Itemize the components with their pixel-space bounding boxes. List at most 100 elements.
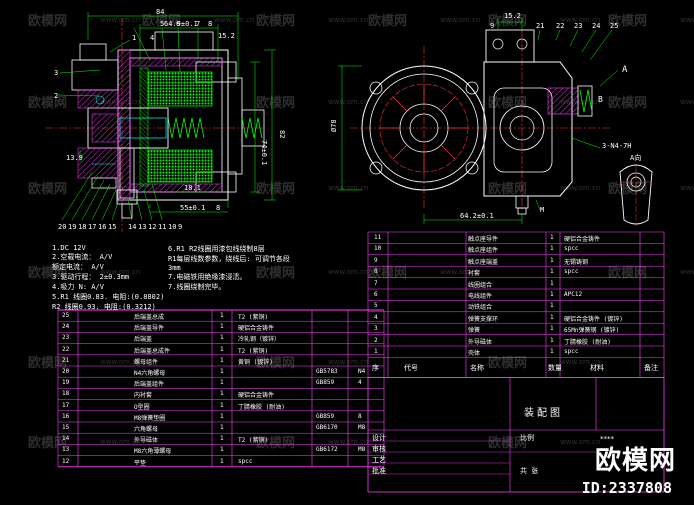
bom-cell-qty: 1 xyxy=(220,379,224,387)
bom-cell-name: M8弹簧垫圈 xyxy=(134,414,166,422)
bom-cell-material: T2 (紫铜) xyxy=(238,347,269,355)
dim-right-bottom: 64.2±0.1 xyxy=(460,212,494,220)
label-a-arrow: A xyxy=(622,65,628,75)
label-b: B xyxy=(598,95,603,104)
callout-22: 22 xyxy=(556,22,564,30)
callout-18: 18 xyxy=(78,223,86,231)
watermark-url: www.om.cn xyxy=(328,358,369,366)
bom-cell-name: 弹簧 xyxy=(468,327,481,335)
bom-cell-no: 19 xyxy=(62,379,70,387)
callout-7: 7 xyxy=(196,20,200,28)
bom-cell-no: 21 xyxy=(62,356,70,364)
bom-cell-standard: GB859 xyxy=(316,412,335,420)
bom-cell-qty: 1 xyxy=(220,424,224,431)
dim-right-top-152: 15.2 xyxy=(504,12,521,20)
note-holes: 3-N4-7H xyxy=(602,142,632,150)
bom-header-cell: 材料 xyxy=(590,364,604,373)
dim-bottom-small: 18.1 xyxy=(184,184,201,192)
dim-bottom-width: 55±0.1 xyxy=(180,204,205,212)
callout-19: 19 xyxy=(68,223,76,231)
bom-cell-qty: 1 xyxy=(220,412,224,420)
bom-cell-material: 硬铝合金铸件 xyxy=(238,325,275,333)
callout-23: 23 xyxy=(574,22,582,30)
tech-note-line: 2.空载电流： A/V xyxy=(52,253,113,261)
tech-note-line: 1.DC 12V xyxy=(52,244,86,252)
bom-cell-no: 14 xyxy=(62,435,70,443)
dim-bottom-8: 8 xyxy=(216,204,220,212)
callout-10: 10 xyxy=(168,223,176,231)
watermark-url: www.om.cn xyxy=(100,268,141,276)
brand-stars: **** xyxy=(600,435,614,443)
bom-cell-material: spcc xyxy=(564,348,579,355)
callout-6: 6 xyxy=(176,20,180,28)
brand-id: ID:2337808 xyxy=(581,479,672,497)
watermark-url: www.om.cn xyxy=(100,438,141,446)
bom-cell-name: O型圈 xyxy=(134,403,150,411)
bom-cell-material: 硬铝合金铸件 xyxy=(564,236,601,243)
right-front-view xyxy=(338,18,619,224)
bom-cell-qty: 1 xyxy=(220,356,224,364)
tech-note-line: 3.驱动行程： 2±0.3mm xyxy=(52,273,130,281)
title-row-review: 审核 xyxy=(372,445,386,453)
watermark-url: www.om.cn xyxy=(100,358,141,366)
view-a-detail xyxy=(619,164,653,226)
bom-cell-qty: 1 xyxy=(220,390,224,398)
watermark-url: www.om.cn xyxy=(100,16,141,24)
bom-cell-qty: 1 xyxy=(550,302,554,310)
bom-cell-name: 后端盖导件 xyxy=(134,325,165,333)
callout-25: 25 xyxy=(610,22,618,30)
watermark-url: www.om.cn xyxy=(100,184,141,192)
bom-cell-qty: 1 xyxy=(220,457,224,465)
bom-cell-no: 16 xyxy=(62,412,70,420)
bom-cell-no: 10 xyxy=(374,245,382,253)
bom-header-cell: 序 xyxy=(372,364,379,373)
bom-cell-name: 衬套 xyxy=(468,270,481,278)
bom-cell-no: 5 xyxy=(374,302,378,310)
bom-cell-qty: 1 xyxy=(550,256,554,264)
dim-inner-width: 64.9±0.1 xyxy=(164,20,198,28)
left-section-view xyxy=(45,12,276,232)
tech-note-line: 额定电流： A/V xyxy=(52,263,104,271)
dim-overall-width: 84 xyxy=(156,8,164,16)
bom-cell-no: 13 xyxy=(62,446,70,454)
bom-cell-material: 无锡铸钢 xyxy=(564,258,589,266)
bom-cell-note: 4 xyxy=(358,379,362,387)
bom-header-cell: 数量 xyxy=(548,364,562,373)
tech-notes: 1.DC 12V 2.空载电流： A/V 额定电流： A/V 3.驱动行程： 2… xyxy=(52,244,164,312)
bom-cell-name: 螺母组件 xyxy=(134,358,159,366)
callout-21: 21 xyxy=(536,22,544,30)
dim-height-outer: 82 xyxy=(278,130,286,138)
bom-cell-qty: 1 xyxy=(550,245,554,253)
bom-cell-name: 后端盖 xyxy=(134,336,153,344)
callout-12: 12 xyxy=(148,223,156,231)
watermark-url: www.om.cn xyxy=(440,268,481,276)
callout-20: 20 xyxy=(58,223,66,231)
bom-cell-material: spcc xyxy=(238,457,253,465)
callout-4: 4 xyxy=(150,34,154,42)
tech-note-line: 7.电磁铁用绝缘漆浸渍。 xyxy=(168,273,247,281)
tech-note-line: 7.线圈绕制完毕。 xyxy=(168,283,226,291)
bom-cell-name: 动铁组合 xyxy=(468,304,493,312)
bom-cell-name: M8六角薄螺母 xyxy=(134,448,172,456)
watermark-url: www.om.cn xyxy=(100,98,141,106)
watermark-url: www.om.cn xyxy=(328,184,369,192)
dim-flange: 15.2 xyxy=(218,32,235,40)
bom-cell-qty: 1 xyxy=(220,435,224,443)
callout-16: 16 xyxy=(98,223,106,231)
bom-cell-no: 20 xyxy=(62,368,70,375)
bom-cell-material: spcc xyxy=(564,245,579,253)
bom-cell-no: 25 xyxy=(62,312,70,319)
tech-note-line: 5.R1 线圈0.83. 电阻:(0.8802) xyxy=(52,293,165,301)
bom-cell-qty: 1 xyxy=(220,446,224,454)
bom-cell-name: 后端盖总成件 xyxy=(134,347,171,355)
callout-9: 9 xyxy=(178,223,182,231)
callout-3: 3 xyxy=(54,69,58,77)
bom-cell-standard: GB5783 xyxy=(316,368,338,375)
bom-cell-qty: 1 xyxy=(220,334,224,342)
bom-cell-material: 硬铝合金铸件 (镀锌) xyxy=(564,315,623,323)
bom-cell-material: 65Mn弹簧钢 (镀锌) xyxy=(564,327,620,335)
bom-cell-no: 3 xyxy=(374,325,378,333)
bom-cell-material: T2 (紫铜) xyxy=(238,314,269,321)
bom-cell-no: 9 xyxy=(374,256,378,264)
bom-cell-material: 丁腈橡胶 (耐油) xyxy=(564,338,611,346)
